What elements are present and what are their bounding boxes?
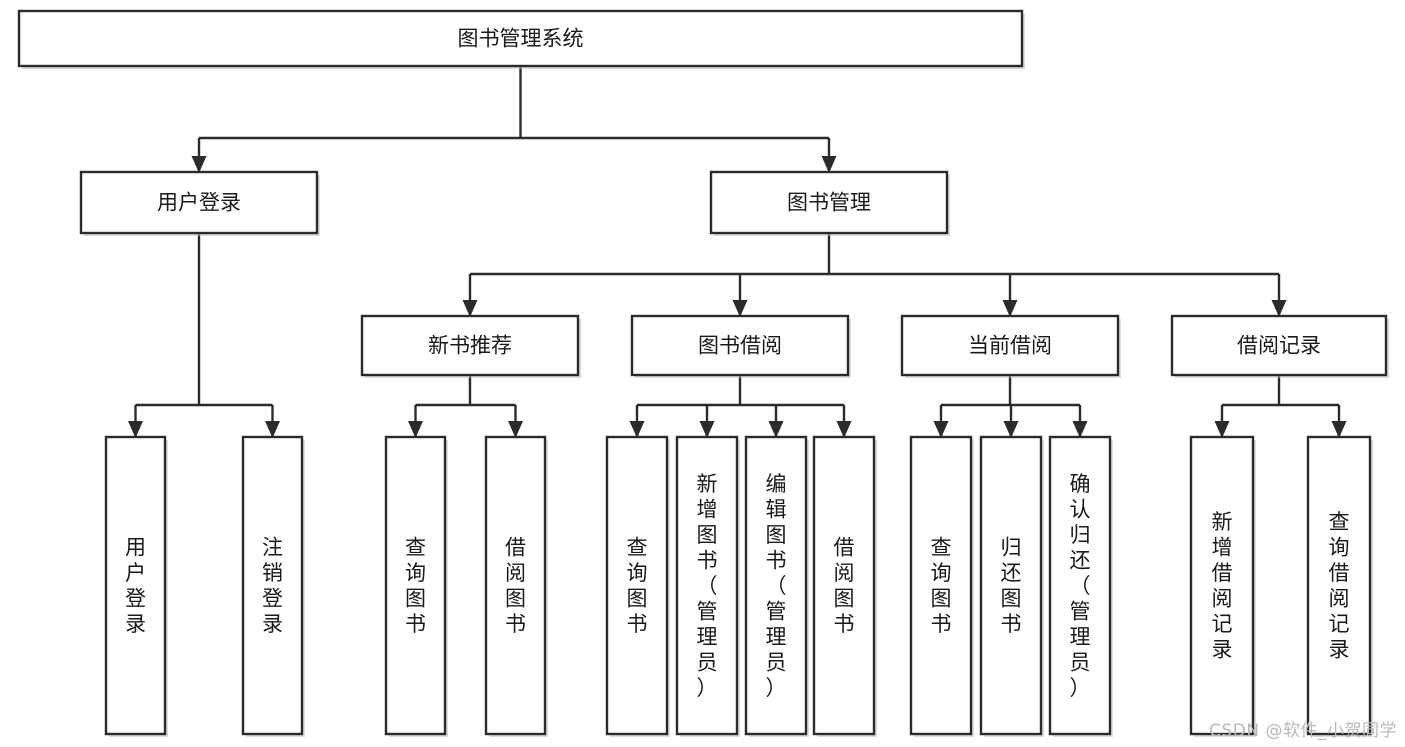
node-leaf-add-book[interactable]: 新增图书（管理员） (675, 435, 740, 737)
node-label: 图书管理 (787, 191, 871, 215)
node-label-vertical: 归还图书 (1001, 536, 1022, 637)
node-rect[interactable] (17, 9, 1024, 68)
node-leaf-return-book[interactable]: 归还图书 (979, 435, 1044, 737)
node-label-vertical: 查询图书 (931, 536, 952, 637)
node-leaf-confirm-return[interactable]: 确认归还（管理员） (1048, 435, 1113, 737)
node-rect[interactable] (744, 435, 808, 736)
node-leaf-user-logout[interactable]: 注销登录 (241, 435, 305, 737)
node-rect[interactable] (1048, 435, 1112, 736)
node-user-login[interactable]: 用户登录 (79, 170, 320, 236)
node-leaf-borrow-book-rec[interactable]: 借阅图书 (484, 435, 548, 737)
node-label-vertical: 新增图书（管理员） (697, 472, 718, 700)
node-rect[interactable] (1170, 314, 1388, 377)
node-leaf-edit-book[interactable]: 编辑图书（管理员） (744, 435, 809, 737)
node-leaf-query-book-cur[interactable]: 查询图书 (909, 435, 974, 737)
node-label: 图书借阅 (698, 334, 782, 358)
node-rect[interactable] (241, 435, 304, 736)
node-rect[interactable] (484, 435, 547, 736)
node-new-book-rec[interactable]: 新书推荐 (360, 314, 581, 378)
node-label-vertical: 编辑图书（管理员） (766, 472, 787, 700)
node-label-vertical: 借阅图书 (505, 536, 526, 637)
node-leaf-query-record[interactable]: 查询借阅记录 (1306, 435, 1373, 737)
node-label-vertical: 查询图书 (405, 536, 426, 637)
node-rect[interactable] (79, 170, 319, 235)
node-label: 借阅记录 (1237, 334, 1321, 358)
node-root[interactable]: 图书管理系统 (17, 9, 1025, 69)
node-rect[interactable] (605, 435, 669, 736)
node-current-borrow[interactable]: 当前借阅 (900, 314, 1121, 378)
node-rect[interactable] (900, 314, 1120, 377)
node-label-vertical: 注销登录 (262, 536, 283, 637)
node-label-vertical: 查询图书 (627, 536, 648, 637)
node-label: 图书管理系统 (458, 27, 584, 51)
node-label-vertical: 借阅图书 (834, 536, 855, 637)
node-rect[interactable] (360, 314, 580, 377)
node-book-manage[interactable]: 图书管理 (709, 170, 950, 236)
node-label: 当前借阅 (968, 334, 1052, 358)
node-leaf-query-book-borrow[interactable]: 查询图书 (605, 435, 670, 737)
node-leaf-borrow-book[interactable]: 借阅图书 (812, 435, 877, 737)
node-rect[interactable] (104, 435, 167, 736)
node-leaf-query-book-rec[interactable]: 查询图书 (384, 435, 448, 737)
node-boxes: 图书管理系统用户登录图书管理新书推荐图书借阅当前借阅借阅记录用户登录注销登录查询… (17, 9, 1389, 737)
node-rect[interactable] (979, 435, 1043, 736)
node-rect[interactable] (909, 435, 973, 736)
node-leaf-add-record[interactable]: 新增借阅记录 (1189, 435, 1256, 737)
node-book-borrow[interactable]: 图书借阅 (630, 314, 851, 378)
node-label-vertical: 新增借阅记录 (1212, 510, 1233, 662)
node-label: 用户登录 (157, 191, 241, 215)
node-label-vertical: 确认归还（管理员） (1070, 472, 1091, 700)
node-leaf-user-login[interactable]: 用户登录 (104, 435, 168, 737)
node-label-vertical: 查询借阅记录 (1329, 510, 1350, 662)
node-rect[interactable] (384, 435, 447, 736)
node-label-vertical: 用户登录 (125, 536, 146, 637)
node-borrow-record[interactable]: 借阅记录 (1170, 314, 1389, 378)
connector-edges (128, 66, 1347, 438)
node-label: 新书推荐 (428, 334, 512, 358)
node-rect[interactable] (675, 435, 739, 736)
node-rect[interactable] (709, 170, 949, 235)
node-rect[interactable] (1189, 435, 1255, 736)
node-rect[interactable] (630, 314, 850, 377)
node-rect[interactable] (812, 435, 876, 736)
node-rect[interactable] (1306, 435, 1372, 736)
